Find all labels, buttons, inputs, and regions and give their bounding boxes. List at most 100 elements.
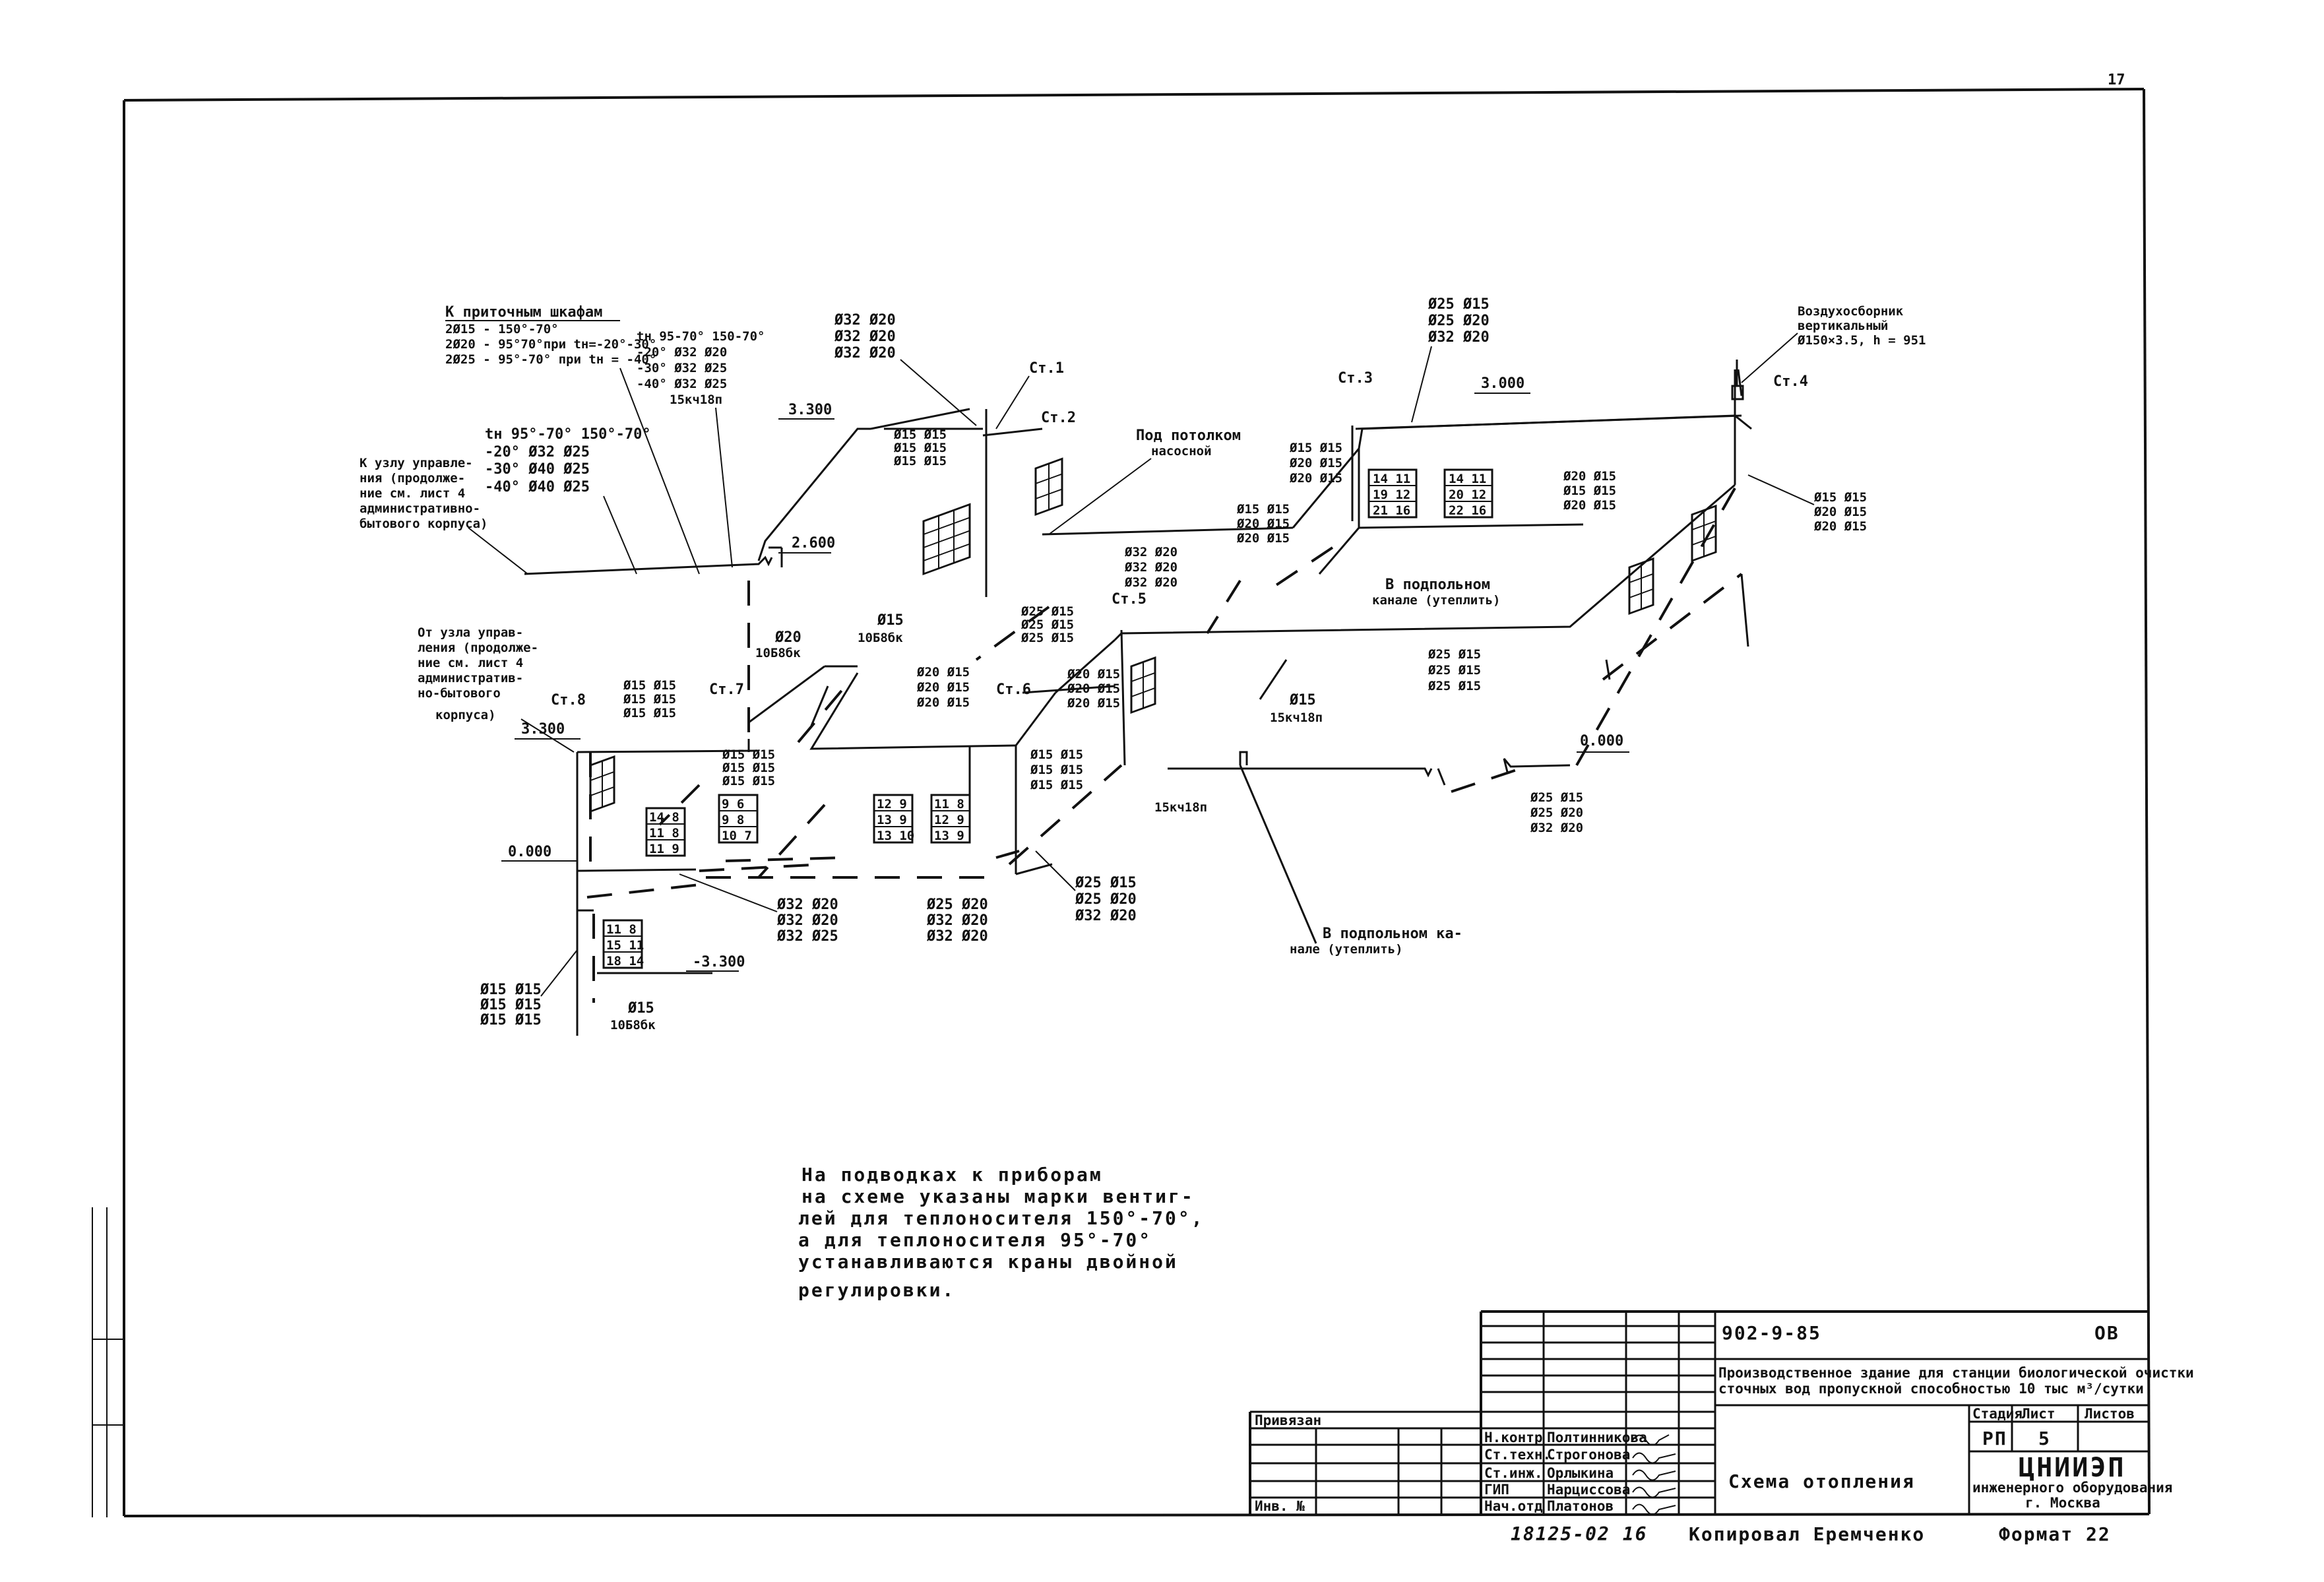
table-left-4: -40° Ø40 Ø25	[485, 479, 590, 495]
radiator-6-row1: 11 8	[934, 797, 964, 811]
footer-copy: Копировал Еремченко	[1689, 1523, 1925, 1545]
label-k-uzlu-2: ния (продолже-	[360, 471, 465, 486]
misc-27: 10Б8бк	[755, 646, 801, 660]
misc-38: Ø15 Ø15	[722, 761, 775, 775]
page-number: 17	[2108, 72, 2125, 88]
misc-60: Ø15 Ø15	[480, 1012, 542, 1028]
level-3000: 3.000	[1481, 375, 1524, 392]
radiator-3-row3: 11 9	[649, 842, 679, 856]
label-vozdukh-3: Ø150×3.5, h = 951	[1797, 333, 1926, 348]
label-ot-uzla-6: корпуса)	[435, 708, 496, 722]
misc-53: Ø32 Ø20	[926, 912, 988, 929]
label-pod-potolkom-2: насосной	[1151, 444, 1212, 459]
misc-10: Ø15 Ø15	[1563, 484, 1616, 498]
misc-1: Ø15 Ø15	[893, 441, 947, 455]
misc-12: Ø15 Ø15	[1813, 490, 1867, 505]
misc-37: Ø15 Ø15	[722, 747, 775, 762]
label-ot-uzla-5: но-бытового	[418, 686, 501, 701]
radiator-5-row3: 13 10	[877, 829, 914, 843]
role-1: Н.контр	[1484, 1430, 1543, 1445]
misc-46: Ø25 Ø15	[1530, 790, 1583, 805]
role-2: Ст.техн.	[1484, 1447, 1551, 1463]
radiator-7-row3: 18 14	[606, 954, 644, 968]
sheet-header: Лист	[2022, 1406, 2056, 1422]
label-ot-uzla-1: От узла управ-	[418, 625, 523, 640]
label-st6: Ст.6	[996, 681, 1031, 698]
misc-8: Ø20 Ø15	[1236, 531, 1290, 546]
misc-26: Ø20	[774, 629, 801, 646]
level-3300-top: 3.300	[788, 402, 832, 418]
radiator-3-row1: 14 8	[649, 810, 679, 825]
misc-48: Ø32 Ø20	[1530, 821, 1583, 835]
radiator-4-row3: 10 7	[722, 829, 752, 843]
label-vozdukh-2: вертикальный	[1798, 319, 1888, 333]
title-block: 902-9-85 ОВ Производственное здание для …	[1249, 1310, 2194, 1545]
top-group1-2: Ø32 Ø20	[834, 329, 896, 345]
radiator-5-row2: 13 9	[877, 813, 907, 827]
doc-mark: ОВ	[2094, 1322, 2120, 1344]
note-line-6: регулировки.	[798, 1279, 955, 1301]
misc-45: 15кч18п	[1154, 800, 1207, 815]
footer-number: 18125-02 16	[1511, 1523, 1647, 1545]
sheets-header: Листов	[2085, 1406, 2135, 1422]
doc-code: 902-9-85	[1722, 1322, 1821, 1344]
misc-5: Ø20 Ø15	[1289, 471, 1342, 486]
misc-62: 10Б8бк	[610, 1018, 656, 1032]
table-mid-3: -30° Ø32 Ø25	[637, 361, 727, 375]
misc-31: Ø20 Ø15	[1067, 667, 1120, 681]
label-ot-uzla-3: ние см. лист 4	[418, 656, 523, 670]
table-mid-1: tн 95-70° 150-70°	[637, 329, 765, 344]
level-2600: 2.600	[792, 535, 835, 552]
radiator-2-row3: 22 16	[1449, 503, 1486, 518]
misc-0: Ø15 Ø15	[893, 427, 947, 442]
org-line-3: г. Москва	[2025, 1495, 2100, 1511]
misc-34: Ø15 Ø15	[623, 678, 676, 693]
stage-header: Стадия	[1972, 1406, 2023, 1422]
misc-11: Ø20 Ø15	[1563, 498, 1616, 513]
name-2: Строгонова	[1547, 1447, 1630, 1463]
misc-16: Ø32 Ø20	[1124, 560, 1178, 575]
misc-47: Ø25 Ø20	[1530, 806, 1583, 820]
top-group2-3: Ø32 Ø20	[1428, 329, 1490, 346]
labels: К приточным шкафам 2Ø15 - 150°-70° 2Ø20 …	[360, 296, 1926, 1032]
name-4: Нарциссова	[1547, 1482, 1630, 1498]
misc-33: Ø20 Ø15	[1067, 696, 1120, 711]
label-v-kanale1-2: канале (утеплить)	[1372, 593, 1500, 608]
misc-20: Ø25 Ø15	[1021, 604, 1074, 619]
misc-14: Ø20 Ø15	[1813, 519, 1867, 534]
misc-57: Ø32 Ø20	[1075, 908, 1137, 924]
radiator-6-row3: 13 9	[934, 829, 964, 843]
note-line-5: устанавливаются краны двойной	[798, 1251, 1178, 1273]
pipe-network	[524, 360, 1752, 1036]
radiator-2-row1: 14 11	[1449, 472, 1486, 486]
misc-40: Ø15 Ø15	[1030, 747, 1083, 762]
misc-35: Ø15 Ø15	[623, 692, 676, 707]
misc-42: Ø15 Ø15	[1030, 778, 1083, 792]
sheet-frame: 17	[92, 72, 2151, 1517]
misc-15: Ø32 Ø20	[1124, 545, 1178, 559]
label-ot-uzla-4: административ-	[418, 671, 523, 685]
misc-30: Ø20 Ø15	[916, 695, 970, 710]
project-name-2: сточных вод пропускной способностью 10 т…	[1718, 1381, 2144, 1397]
top-group1-1: Ø32 Ø20	[834, 312, 896, 329]
misc-22: Ø25 Ø15	[1021, 631, 1074, 645]
misc-6: Ø15 Ø15	[1236, 502, 1290, 517]
misc-36: Ø15 Ø15	[623, 706, 676, 720]
radiator-4-row1: 9 6	[722, 797, 744, 811]
misc-49: Ø32 Ø20	[776, 897, 838, 913]
radiator-5-row1: 12 9	[877, 797, 907, 811]
label-st3: Ст.3	[1338, 370, 1373, 387]
name-1: Полтинникова	[1547, 1430, 1647, 1445]
misc-59: Ø15 Ø15	[480, 997, 542, 1013]
misc-23: Ø25 Ø15	[1428, 647, 1481, 662]
misc-2: Ø15 Ø15	[893, 454, 947, 468]
privyazan-label: Привязан	[1255, 1412, 1321, 1428]
misc-17: Ø32 Ø20	[1124, 575, 1178, 590]
note-line-3: лей для теплоносителя 150°-70°,	[798, 1207, 1205, 1229]
misc-50: Ø32 Ø20	[776, 912, 838, 929]
signatures	[1632, 1434, 1676, 1515]
inv-label: Инв. №	[1255, 1498, 1305, 1514]
radiator-3-row2: 11 8	[649, 826, 679, 840]
top-group2-1: Ø25 Ø15	[1428, 296, 1490, 313]
table-mid-4: -40° Ø32 Ø25	[637, 377, 727, 391]
